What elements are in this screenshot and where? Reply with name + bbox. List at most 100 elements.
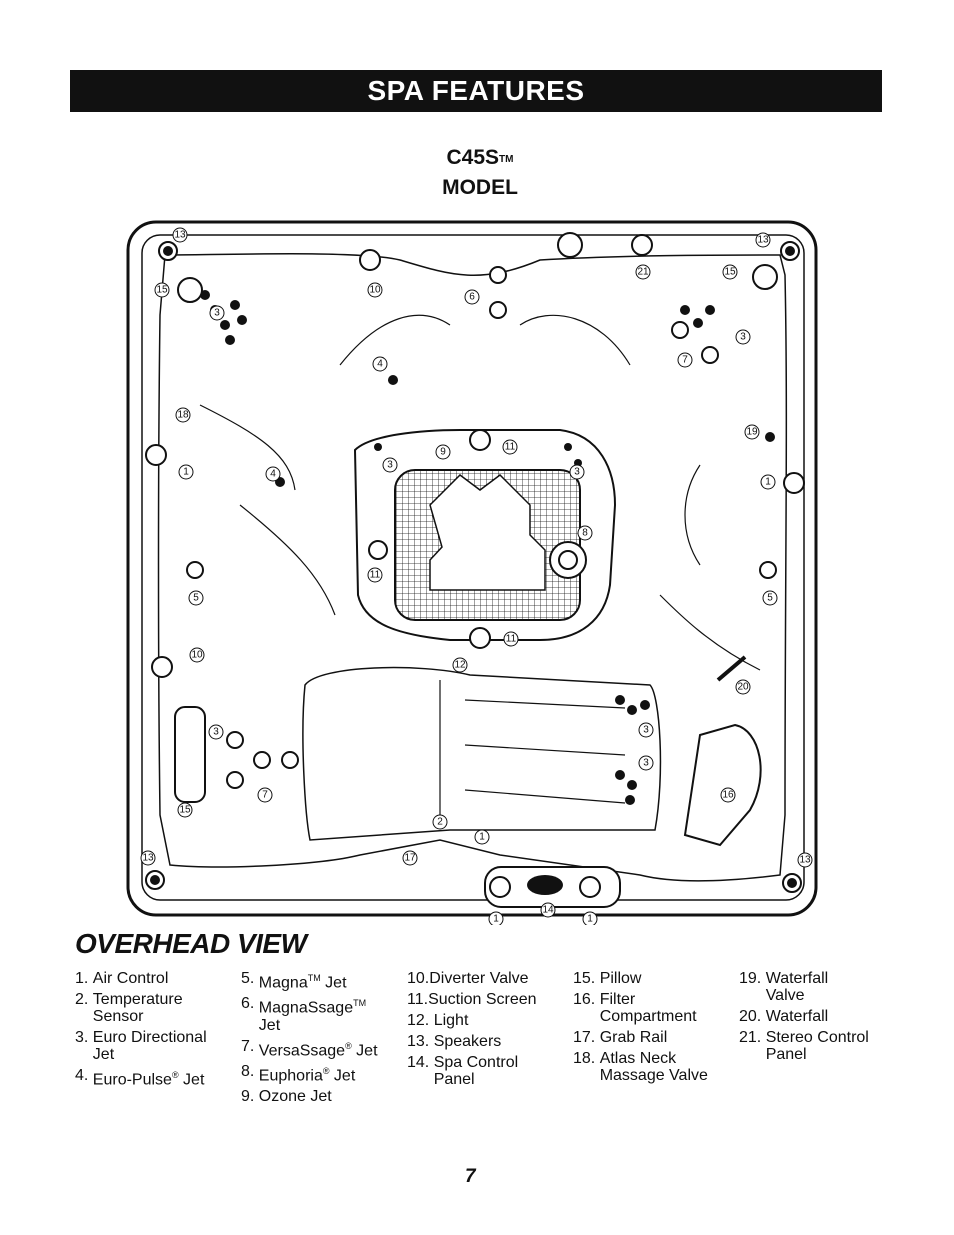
legend-text: Temperature (92, 991, 183, 1008)
callout-3: 3 (213, 727, 219, 738)
legend-text: Filter (599, 991, 636, 1008)
legend-text: Diverter Valve (429, 970, 529, 987)
legend-text: Jet (178, 1071, 205, 1089)
legend-item: 15. Pillow (573, 970, 708, 987)
legend-number: 21. (739, 1029, 766, 1046)
legend-number: 1. (75, 970, 93, 987)
legend-number: 11. (407, 991, 429, 1008)
callout-11: 11 (505, 442, 516, 453)
callout-17: 17 (404, 853, 416, 864)
legend-number: 4. (75, 1067, 93, 1084)
callout-5: 5 (193, 593, 199, 604)
legend-text: Massage Valve (599, 1067, 708, 1084)
legend-number: 14. (407, 1054, 434, 1071)
legend-item: 12. Light (407, 1012, 537, 1029)
legend-text: Suction Screen (428, 991, 537, 1008)
model-heading: C45STM MODEL (380, 143, 580, 203)
legend-text: Jet (92, 1046, 115, 1063)
trademark-mark: TM (353, 998, 367, 1009)
callout-9: 9 (440, 447, 446, 458)
seating-outline (157, 253, 788, 882)
callout-20: 20 (737, 682, 749, 693)
callout-8: 8 (582, 528, 588, 539)
callout-3: 3 (643, 725, 649, 736)
spa-inner-rim (141, 234, 805, 901)
callout-2: 2 (437, 817, 443, 828)
callout-7: 7 (262, 790, 268, 801)
callout-6: 6 (469, 292, 475, 303)
footwell-outline (353, 429, 617, 641)
legend-number: 6. (241, 995, 259, 1013)
legend-text: MagnaSsage (258, 999, 354, 1017)
legend-number: 16. (573, 991, 600, 1008)
legend-text: Waterfall (765, 970, 829, 987)
page-title: SPA FEATURES (367, 75, 585, 106)
legend-text: Speakers (433, 1033, 502, 1050)
diagram-callouts (140, 227, 813, 925)
model-name: C45STM (380, 143, 580, 173)
callout-15: 15 (179, 805, 191, 816)
legend-number: 7. (241, 1037, 259, 1055)
callout-15: 15 (156, 285, 168, 296)
legend-item: 4. Euro-Pulse® Jet (75, 1067, 207, 1088)
legend-number: 10. (407, 970, 430, 987)
legend-number: 5. (241, 970, 259, 987)
legend-number: 12. (407, 1012, 434, 1029)
callout-4: 4 (270, 469, 276, 480)
legend-text: Pillow (599, 970, 642, 987)
legend-column-3: 10.Diverter Valve 11.Suction Screen 12. … (407, 970, 537, 1092)
callout-3: 3 (643, 758, 649, 769)
legend-text: Sensor (92, 1008, 144, 1025)
registered-mark: ® (322, 1065, 330, 1076)
footwell-floor-outline (429, 474, 546, 591)
filter-compartment (683, 723, 762, 847)
callout-1: 1 (765, 477, 771, 488)
legend-text: Jet (351, 1041, 378, 1059)
corner-speakers (145, 241, 802, 893)
callout-1: 1 (479, 832, 485, 843)
legend-text: Panel (433, 1071, 475, 1088)
model-number: C45S (446, 146, 500, 169)
legend-text: Euro Directional (92, 1029, 207, 1046)
callout-13: 13 (142, 853, 154, 864)
overhead-view-title: OVERHEAD VIEW (75, 928, 307, 959)
legend-number: 13. (407, 1033, 434, 1050)
callout-18: 18 (177, 410, 189, 421)
legend-text: Spa Control (433, 1054, 519, 1071)
callout-16: 16 (722, 790, 734, 801)
legend-item: 5. MagnaTM Jet (241, 970, 378, 991)
legend-number: 8. (241, 1062, 259, 1080)
legend-text: Compartment (599, 1008, 697, 1025)
callout-13: 13 (799, 855, 811, 866)
callout-13: 13 (174, 230, 186, 241)
callout-5: 5 (767, 593, 773, 604)
legend-text: Euphoria (258, 1067, 323, 1085)
legend-text: Panel (765, 1046, 807, 1063)
legend-number: 20. (739, 1008, 766, 1025)
legend-item: 8. Euphoria® Jet (241, 1063, 378, 1084)
callout-13: 13 (757, 235, 769, 246)
legend-number: 15. (573, 970, 600, 987)
spa-outer-shell (126, 220, 818, 917)
callout-3: 3 (574, 467, 580, 478)
callout-10: 10 (191, 650, 203, 661)
legend-text: Grab Rail (599, 1029, 668, 1046)
model-label: MODEL (442, 176, 518, 199)
legend-number: 19. (739, 970, 766, 987)
legend-text: Atlas Neck (599, 1050, 677, 1067)
callout-3: 3 (214, 308, 220, 319)
section-header-banner: SPA FEATURES (70, 70, 882, 112)
registered-mark: ® (171, 1070, 179, 1080)
legend-item: 11.Suction Screen (407, 991, 537, 1008)
callout-3: 3 (740, 332, 746, 343)
legend-item: 20. Waterfall (739, 1008, 869, 1025)
callout-12: 12 (454, 660, 466, 671)
callout-1: 1 (183, 467, 189, 478)
legend-text: Stereo Control (765, 1029, 869, 1046)
